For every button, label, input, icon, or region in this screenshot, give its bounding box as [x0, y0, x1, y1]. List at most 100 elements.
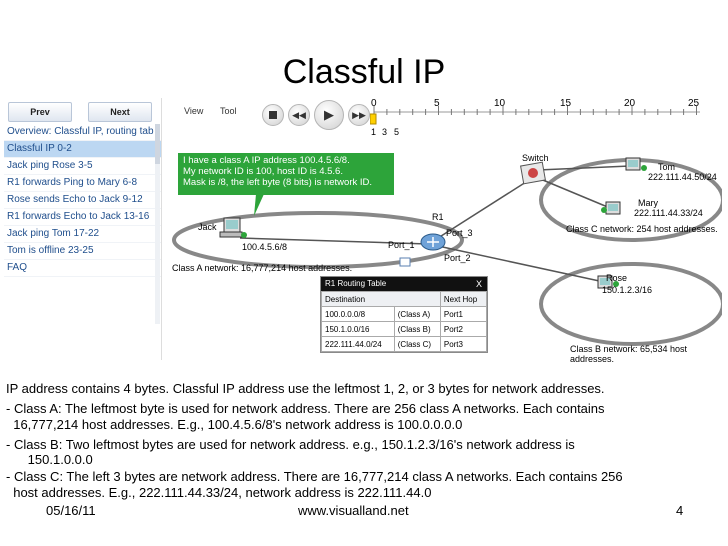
r1-label: R1	[432, 212, 444, 222]
lesson-list: Overview: Classful IP, routing tab Class…	[4, 124, 161, 277]
lesson-item-rose-sends-echo[interactable]: Rose sends Echo to Jack 9-12	[4, 192, 161, 209]
step-label: 5	[394, 127, 400, 137]
timeline[interactable]: 0 5 10 15 20 25 1 3 5	[369, 98, 722, 138]
prev-button[interactable]: Prev	[8, 102, 72, 122]
fast-forward-button[interactable]: ▶▶	[348, 104, 370, 126]
tom-ip-label: 222.111.44.50/24	[648, 172, 717, 182]
rose-ip-label: 150.1.2.3/16	[602, 285, 653, 295]
mary-computer-icon[interactable]	[601, 201, 621, 215]
timeline-tick-label: 10	[494, 98, 506, 109]
router-icon[interactable]	[420, 233, 446, 251]
class-b-network-ellipse	[539, 262, 722, 346]
routing-table: Destination Next Hop 100.0.0.0/8 (Class …	[321, 291, 488, 352]
routing-table-window: R1 Routing Table X Destination Next Hop …	[320, 276, 488, 353]
table-row: 150.1.0.0/16 (Class B) Port2	[321, 321, 488, 337]
table-cell: 100.0.0.0/8	[321, 306, 395, 322]
timeline-tick-label: 20	[624, 98, 636, 109]
footer-page-number: 4	[676, 503, 684, 518]
timeline-slider[interactable]	[369, 113, 377, 125]
rewind-button[interactable]: ◀◀	[288, 104, 310, 126]
table-row: 100.0.0.0/8 (Class A) Port1	[321, 306, 488, 322]
table-cell: Port3	[439, 336, 488, 352]
stop-button[interactable]	[262, 104, 284, 126]
body-text-line: 150.1.0.0.0	[6, 452, 93, 467]
class-a-network-ellipse	[172, 211, 464, 269]
link-switch-tom	[537, 165, 631, 171]
timeline-tick-label: 0	[371, 98, 377, 109]
tom-label: Tom	[658, 162, 676, 172]
lesson-item-r1-forwards-echo[interactable]: R1 forwards Echo to Jack 13-16	[4, 209, 161, 226]
footer-url: www.visualland.net	[298, 503, 409, 518]
tooltip-line: Mask is /8, the left byte (8 bits) is ne…	[183, 177, 373, 188]
switch-icon[interactable]	[520, 161, 546, 185]
view-menu[interactable]: View	[184, 106, 204, 116]
link-jack-r1	[239, 237, 429, 245]
switch-label: Switch	[522, 153, 549, 163]
routing-table-title: R1 Routing Table	[325, 279, 387, 288]
lesson-item-jack-ping-rose[interactable]: Jack ping Rose 3-5	[4, 158, 161, 175]
lesson-item-tom-offline[interactable]: Tom is offline 23-25	[4, 243, 161, 260]
lesson-item-r1-forwards-ping[interactable]: R1 forwards Ping to Mary 6-8	[4, 175, 161, 192]
mary-ip-label: 222.111.44.33/24	[634, 208, 703, 218]
lesson-item-classful-ip[interactable]: Classful IP 0-2	[4, 141, 161, 158]
tom-computer-icon[interactable]	[625, 157, 647, 171]
tool-menu[interactable]: Tool	[220, 106, 237, 116]
next-button[interactable]: Next	[88, 102, 152, 122]
timeline-tick-label: 5	[434, 98, 440, 109]
lesson-sidebar: Prev Next Overview: Classful IP, routing…	[4, 98, 162, 360]
table-cell: (Class A)	[393, 306, 441, 322]
table-header-row: Destination Next Hop	[321, 291, 488, 307]
step-label: 1	[371, 127, 377, 137]
simulation-panel: Prev Next Overview: Classful IP, routing…	[4, 98, 722, 364]
play-button[interactable]: ▶	[314, 100, 344, 130]
body-text-line: IP address contains 4 bytes. Classful IP…	[6, 381, 605, 396]
body-text-line: 16,777,214 host addresses. E.g., 100.4.5…	[6, 417, 463, 432]
table-cell: 150.1.0.0/16	[321, 321, 395, 337]
timeline-tick-label: 25	[688, 98, 700, 109]
table-cell: Port2	[439, 321, 488, 337]
sidebar-scrollbar[interactable]	[155, 124, 160, 324]
body-text-line: host addresses. E.g., 222.111.44.33/24, …	[6, 485, 432, 500]
routing-table-toggle-icon[interactable]	[399, 257, 411, 267]
body-text-line: - Class A: The leftmost byte is used for…	[6, 401, 605, 416]
table-cell: (Class B)	[393, 321, 441, 337]
class-b-label: Class B network: 65,534 host addresses.	[570, 344, 688, 364]
mary-label: Mary	[638, 198, 658, 208]
table-cell: (Class C)	[393, 336, 441, 352]
class-a-label: Class A network: 16,777,214 host address…	[172, 263, 353, 273]
fast-forward-icon: ▶▶	[352, 109, 366, 120]
column-header-next-hop: Next Hop	[439, 291, 488, 307]
jack-label: Jack	[198, 222, 217, 232]
tooltip-line: I have a class A IP address 100.4.5.6/8.	[183, 155, 350, 166]
slide-title: Classful IP	[282, 53, 446, 91]
table-row: 222.111.44.0/24 (Class C) Port3	[321, 336, 488, 352]
port3-label: Port_3	[446, 228, 473, 238]
tooltip-pointer	[254, 194, 264, 216]
port1-label: Port_1	[388, 240, 415, 250]
link-r1-switch	[437, 181, 527, 239]
jack-computer-icon[interactable]	[219, 217, 247, 238]
sidebar-scrollbar-thumb[interactable]	[155, 124, 160, 164]
stop-icon	[269, 111, 277, 119]
network-diagram	[172, 157, 722, 346]
rewind-icon: ◀◀	[292, 109, 306, 120]
table-cell: Port1	[439, 306, 488, 322]
footer-date: 05/16/11	[46, 503, 96, 518]
table-cell: 222.111.44.0/24	[321, 336, 395, 352]
play-icon: ▶	[324, 107, 334, 122]
step-label: 3	[382, 127, 388, 137]
body-text-line: - Class B: Two leftmost bytes are used f…	[6, 437, 575, 452]
info-tooltip: I have a class A IP address 100.4.5.6/8.…	[178, 153, 394, 195]
link-r1-rose	[437, 245, 605, 283]
lesson-item-faq[interactable]: FAQ	[4, 260, 161, 277]
close-icon[interactable]: X	[475, 279, 482, 289]
timeline-ruler	[369, 106, 700, 125]
lesson-item-jack-ping-tom[interactable]: Jack ping Tom 17-22	[4, 226, 161, 243]
rose-computer-icon[interactable]	[597, 275, 619, 289]
body-text-line: - Class C: The left 3 bytes are network …	[6, 469, 623, 484]
routing-table-titlebar: R1 Routing Table X	[321, 277, 487, 291]
column-header-destination: Destination	[321, 291, 441, 307]
lesson-item-overview[interactable]: Overview: Classful IP, routing tab	[4, 124, 161, 141]
class-c-label: Class C network: 254 host addresses.	[566, 224, 718, 234]
link-switch-mary	[537, 177, 611, 209]
